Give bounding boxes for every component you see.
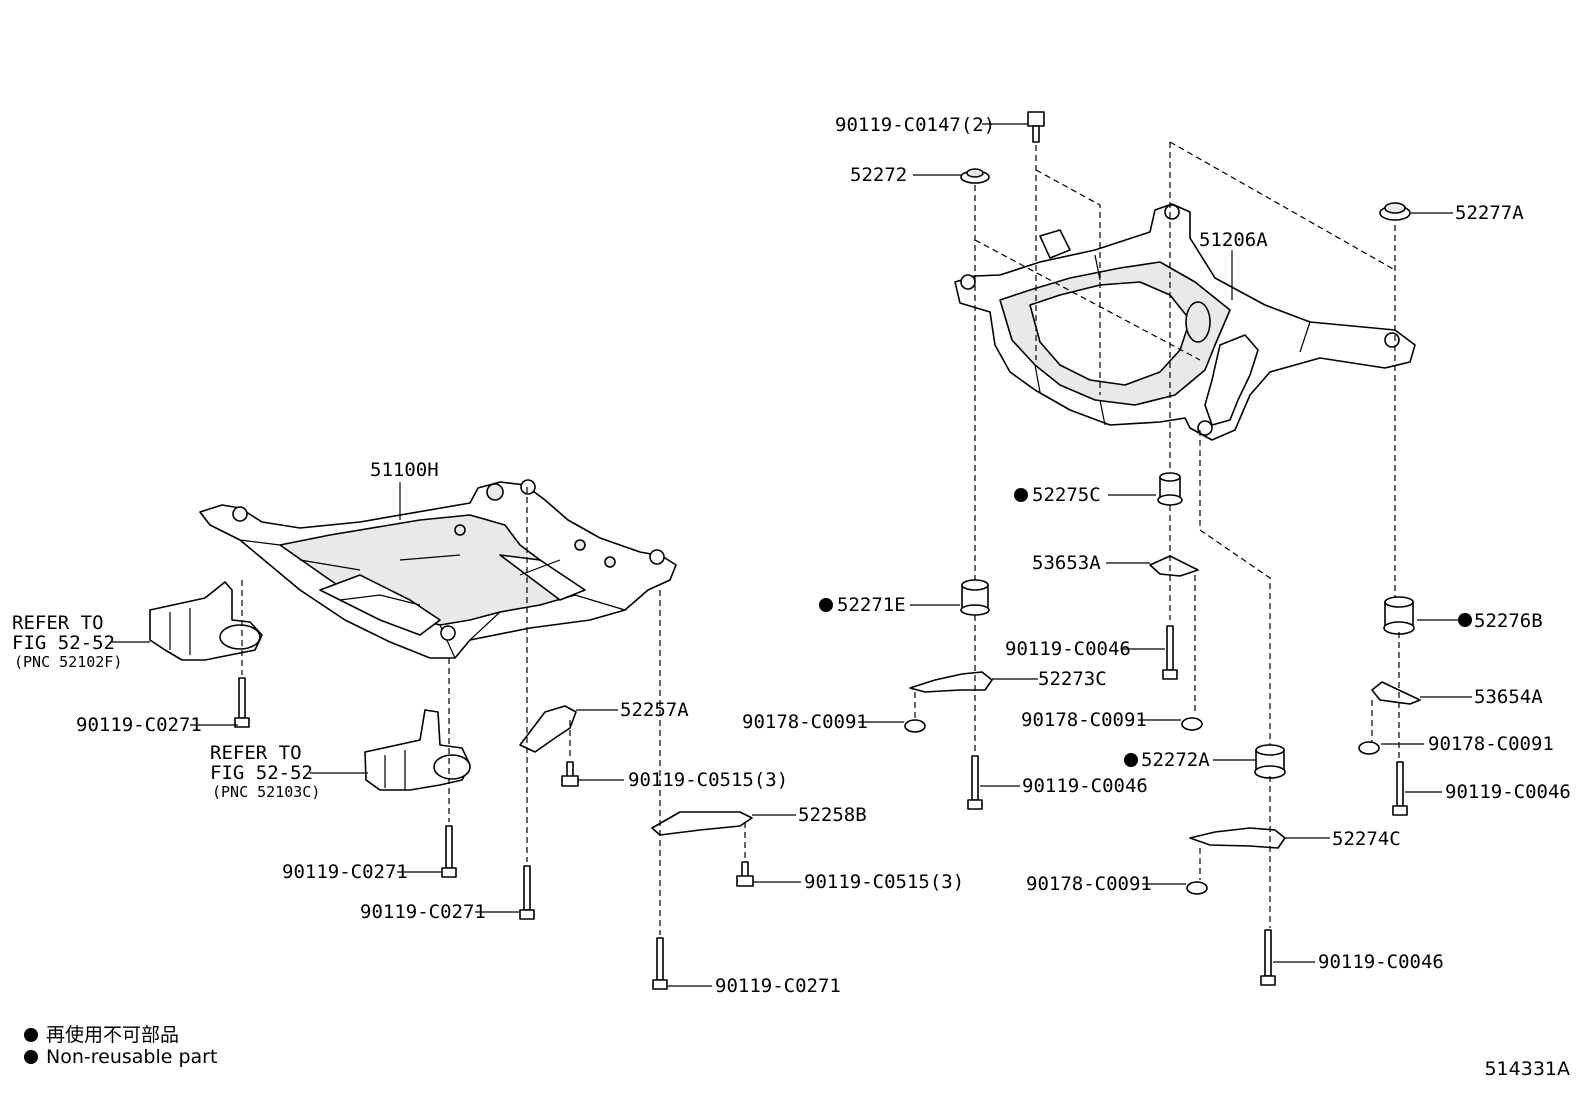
label-52273C: 52273C <box>1038 668 1107 690</box>
bolt-90119-C0271-front <box>234 677 668 990</box>
label-90119-C0271-b: 90119-C0271 <box>282 861 408 883</box>
label-51206A: 51206A <box>1199 229 1268 251</box>
ref1-line2: FIG 52-52 <box>12 632 115 654</box>
front-crossmember-51100H <box>199 479 677 659</box>
engine-mount-ref-52102F <box>149 581 263 661</box>
bullet-icon <box>24 1028 38 1042</box>
label-52258B: 52258B <box>798 804 867 826</box>
stopper-52273C <box>909 671 993 693</box>
illustration-number: 514331A <box>1484 1058 1570 1080</box>
label-52272: 52272 <box>850 164 907 186</box>
label-90178-C0091-a: 90178-C0091 <box>742 711 868 733</box>
ref1-line3: (PNC 52102F) <box>14 653 122 671</box>
label-52277A: 52277A <box>1455 202 1524 224</box>
bullet-icon <box>24 1050 38 1064</box>
ref2-line2: FIG 52-52 <box>210 762 313 784</box>
stopper-52274C <box>1189 827 1286 849</box>
ref2-line1: REFER TO <box>210 742 302 764</box>
cushion-52272A <box>1254 744 1286 779</box>
legend-japanese-text: 再使用不可部品 <box>46 1024 180 1046</box>
label-90119-C0271-d: 90119-C0271 <box>715 975 841 997</box>
ref2-line3: (PNC 52103C) <box>212 783 320 801</box>
label-52257A: 52257A <box>620 699 689 721</box>
leader-lines <box>110 123 1472 987</box>
stopper-53653A <box>1149 555 1199 577</box>
label-90119-C0046-a: 90119-C0046 <box>1005 638 1131 660</box>
stopper-52277A <box>1379 202 1411 221</box>
bolt-90119-C0147 <box>1027 111 1045 143</box>
label-90178-C0091-b: 90178-C0091 <box>1021 709 1147 731</box>
cushion-52276B <box>1383 596 1415 635</box>
label-52274C: 52274C <box>1332 828 1401 850</box>
label-90119-C0271-c: 90119-C0271 <box>360 901 486 923</box>
ref1-line1: REFER TO <box>12 612 104 634</box>
bracket-52257A <box>519 705 577 753</box>
cushion-52271E <box>960 579 990 616</box>
label-90119-C0515-a: 90119-C0515(3) <box>628 769 788 791</box>
legend-english: Non-reusable part <box>24 1046 217 1068</box>
label-90119-C0046-b: 90119-C0046 <box>1022 775 1148 797</box>
label-90119-C0271-a: 90119-C0271 <box>76 714 202 736</box>
bracket-52258B <box>651 811 753 836</box>
label-53653A: 53653A <box>1032 552 1101 574</box>
bolt-90119-C0046-rear <box>967 625 1408 986</box>
label-90178-C0091-d: 90178-C0091 <box>1026 873 1152 895</box>
stopper-53654A <box>1371 681 1421 705</box>
label-90119-C0147: 90119-C0147(2) <box>835 114 995 136</box>
rear-crossmember-51206A <box>954 203 1416 441</box>
label-53654A: 53654A <box>1474 686 1543 708</box>
legend-english-text: Non-reusable part <box>46 1046 218 1068</box>
non-reusable-markers <box>819 488 1472 767</box>
washer-90178-C0091 <box>904 717 1380 895</box>
legend-japanese: 再使用不可部品 <box>24 1020 179 1047</box>
cushion-52275C <box>1157 472 1183 506</box>
stopper-52272 <box>960 168 990 184</box>
label-52275C: 52275C <box>1032 484 1101 506</box>
label-52271E: 52271E <box>837 594 906 616</box>
label-90119-C0046-d: 90119-C0046 <box>1318 951 1444 973</box>
engine-mount-ref-52103C <box>364 709 471 791</box>
label-90119-C0515-b: 90119-C0515(3) <box>804 871 964 893</box>
label-52276B: 52276B <box>1474 610 1543 632</box>
label-51100H: 51100H <box>370 459 439 481</box>
label-90178-C0091-c: 90178-C0091 <box>1428 733 1554 755</box>
label-90119-C0046-c: 90119-C0046 <box>1445 781 1571 803</box>
bolt-90119-C0515-front <box>561 761 754 887</box>
label-52272A: 52272A <box>1141 749 1210 771</box>
